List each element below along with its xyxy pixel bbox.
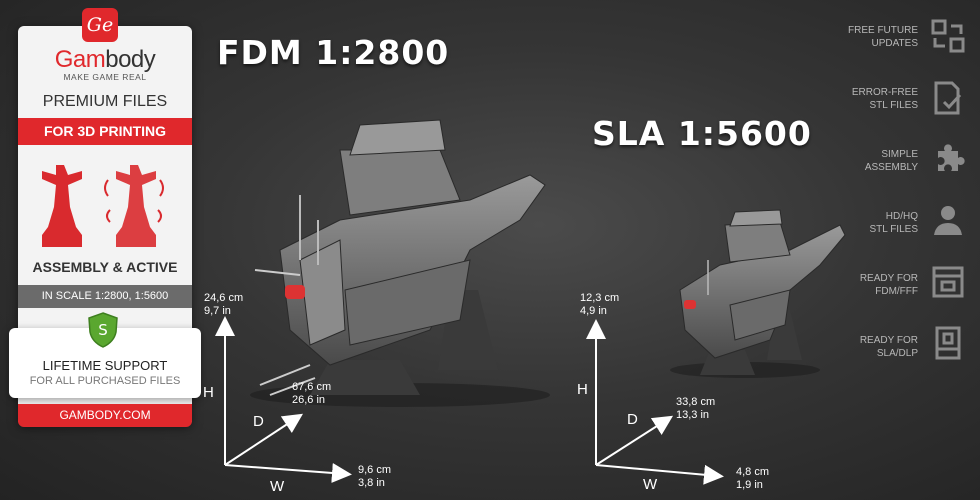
shield-icon: S bbox=[88, 312, 118, 348]
scale-band: IN SCALE 1:2800, 1:5600 bbox=[18, 285, 192, 308]
sla-ship-model bbox=[670, 209, 846, 378]
gambody-logo-badge: Ge bbox=[82, 8, 118, 42]
sla-axis-w: W bbox=[643, 476, 658, 493]
gambody-site-link[interactable]: GAMBODY.COM bbox=[18, 404, 192, 427]
fdm-axis-d: D bbox=[253, 413, 264, 430]
sla-axis-d: D bbox=[627, 411, 638, 428]
fdm-scale-title: FDM 1:2800 bbox=[217, 33, 450, 72]
fdm-printer-icon bbox=[932, 266, 964, 298]
file-check-icon bbox=[934, 81, 962, 115]
lifetime-support-subtitle: FOR ALL PURCHASED FILES bbox=[29, 375, 181, 387]
fdm-ship-model bbox=[250, 119, 550, 407]
refresh-icon bbox=[931, 19, 965, 53]
fdm-axis-h: H bbox=[203, 384, 214, 401]
shield-letter: S bbox=[98, 321, 108, 339]
fdm-dimension-axes bbox=[215, 316, 352, 483]
fdm-axis-w: W bbox=[270, 478, 285, 495]
brand-name: Gambody bbox=[54, 46, 156, 73]
brand-tagline: MAKE GAME REAL bbox=[63, 72, 147, 82]
sla-printer-icon bbox=[935, 326, 961, 360]
sla-scale-title: SLA 1:5600 bbox=[592, 114, 812, 153]
sla-dimension-axes bbox=[586, 319, 724, 485]
brand-block: Gambody MAKE GAME REAL bbox=[18, 22, 192, 82]
sla-axis-h: H bbox=[577, 381, 588, 398]
lifetime-support-title: LIFETIME SUPPORT bbox=[42, 358, 168, 373]
assembly-active-label: ASSEMBLY & ACTIVE bbox=[32, 259, 178, 275]
user-icon bbox=[934, 206, 962, 235]
assembly-figures-illustration bbox=[42, 165, 164, 247]
for-3d-printing-band: FOR 3D PRINTING bbox=[18, 118, 192, 145]
premium-files-label: PREMIUM FILES bbox=[42, 93, 168, 110]
puzzle-icon bbox=[938, 144, 965, 171]
